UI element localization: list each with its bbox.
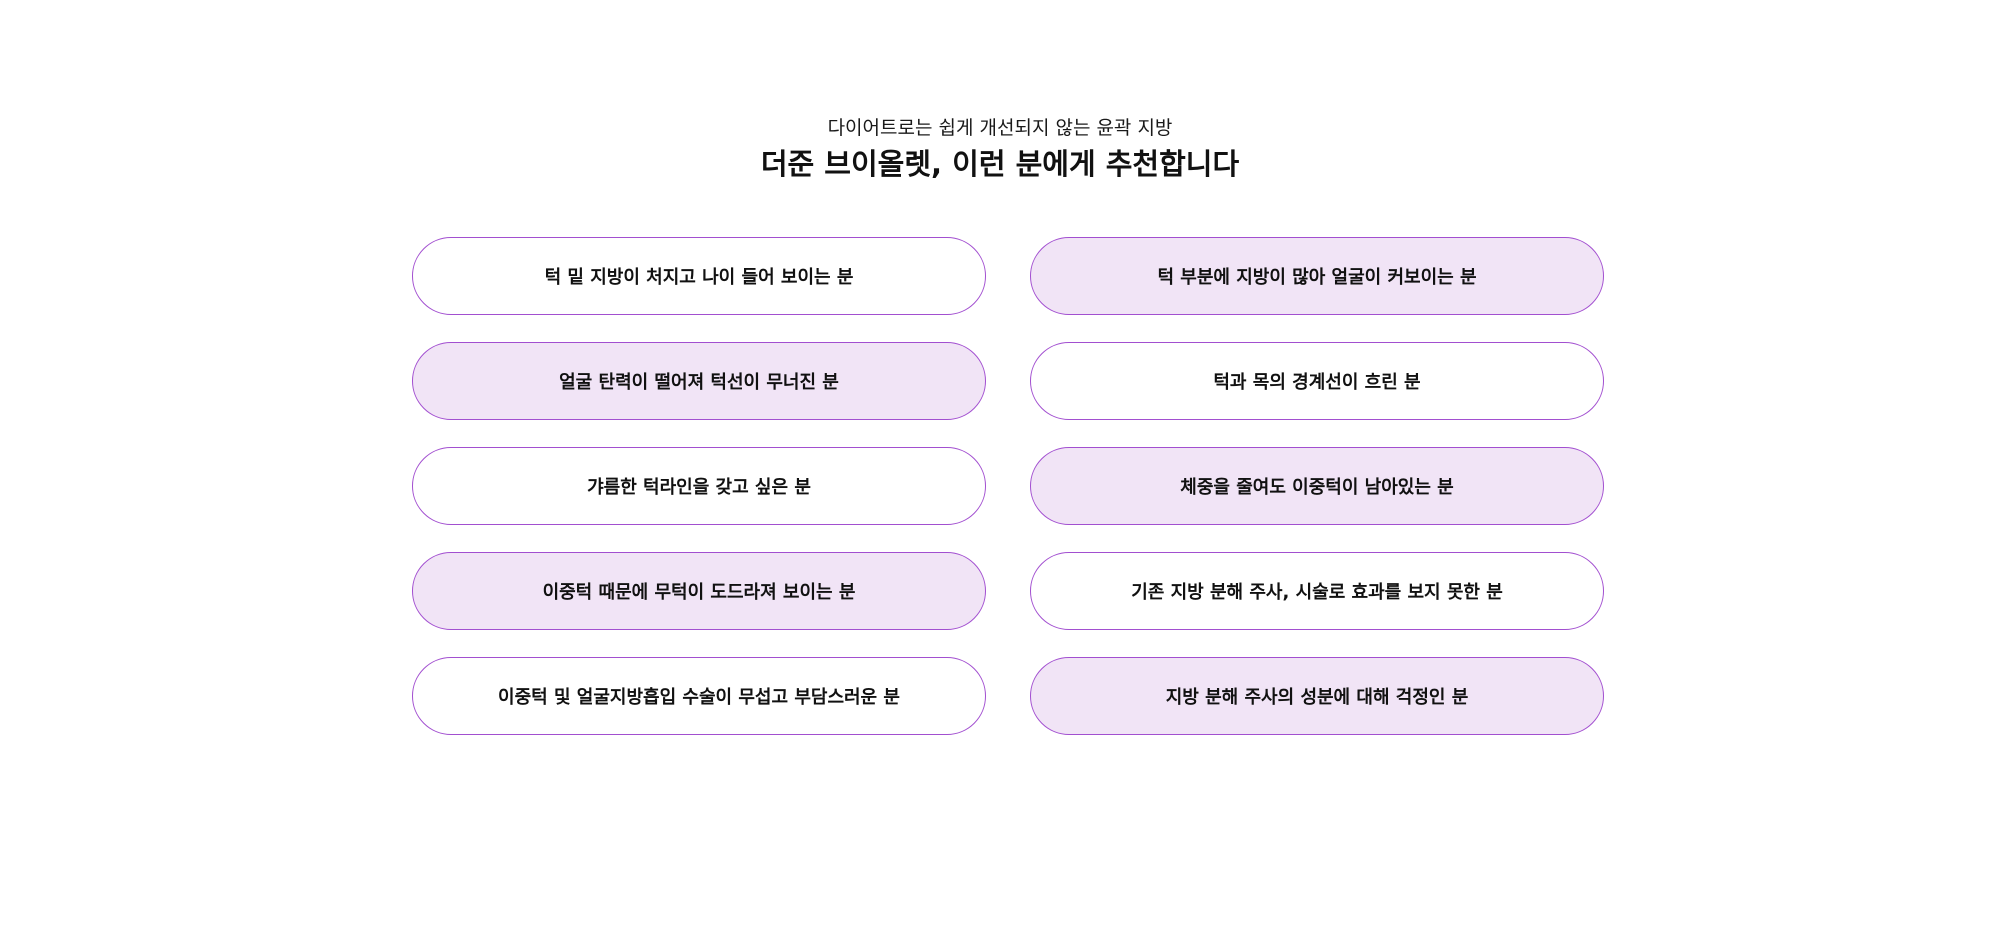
recommendation-grid: 턱 밑 지방이 처지고 나이 들어 보이는 분 턱 부분에 지방이 많아 얼굴이… <box>412 237 1604 735</box>
recommendation-item: 얼굴 탄력이 떨어져 턱선이 무너진 분 <box>412 342 986 420</box>
recommendation-label: 지방 분해 주사의 성분에 대해 걱정인 분 <box>1165 687 1469 708</box>
recommendation-label: 얼굴 탄력이 떨어져 턱선이 무너진 분 <box>559 372 839 393</box>
recommendation-item: 갸름한 턱라인을 갖고 싶은 분 <box>412 447 986 525</box>
recommendation-label: 체중을 줄여도 이중턱이 남아있는 분 <box>1180 477 1454 498</box>
recommendation-item: 지방 분해 주사의 성분에 대해 걱정인 분 <box>1030 657 1604 735</box>
section-subtitle: 다이어트로는 쉽게 개선되지 않는 윤곽 지방 <box>827 117 1173 139</box>
recommendation-item: 턱 부분에 지방이 많아 얼굴이 커보이는 분 <box>1030 237 1604 315</box>
recommendation-label: 이중턱 및 얼굴지방흡입 수술이 무섭고 부담스러운 분 <box>498 687 900 708</box>
recommendation-label: 턱과 목의 경계선이 흐린 분 <box>1213 372 1421 393</box>
recommendation-label: 이중턱 때문에 무턱이 도드라져 보이는 분 <box>542 582 856 603</box>
recommendation-label: 갸름한 턱라인을 갖고 싶은 분 <box>587 477 811 498</box>
recommendation-item: 턱 밑 지방이 처지고 나이 들어 보이는 분 <box>412 237 986 315</box>
section-title: 더준 브이올렛, 이런 분에게 추천합니다 <box>760 147 1240 181</box>
recommendation-item: 체중을 줄여도 이중턱이 남아있는 분 <box>1030 447 1604 525</box>
section-header: 다이어트로는 쉽게 개선되지 않는 윤곽 지방 더준 브이올렛, 이런 분에게 … <box>0 116 2000 182</box>
recommendation-label: 턱 부분에 지방이 많아 얼굴이 커보이는 분 <box>1157 267 1477 288</box>
recommendation-label: 기존 지방 분해 주사, 시술로 효과를 보지 못한 분 <box>1131 582 1503 603</box>
recommendation-item: 이중턱 및 얼굴지방흡입 수술이 무섭고 부담스러운 분 <box>412 657 986 735</box>
recommendation-item: 턱과 목의 경계선이 흐린 분 <box>1030 342 1604 420</box>
recommendation-item: 이중턱 때문에 무턱이 도드라져 보이는 분 <box>412 552 986 630</box>
recommendation-label: 턱 밑 지방이 처지고 나이 들어 보이는 분 <box>544 267 854 288</box>
recommendation-item: 기존 지방 분해 주사, 시술로 효과를 보지 못한 분 <box>1030 552 1604 630</box>
